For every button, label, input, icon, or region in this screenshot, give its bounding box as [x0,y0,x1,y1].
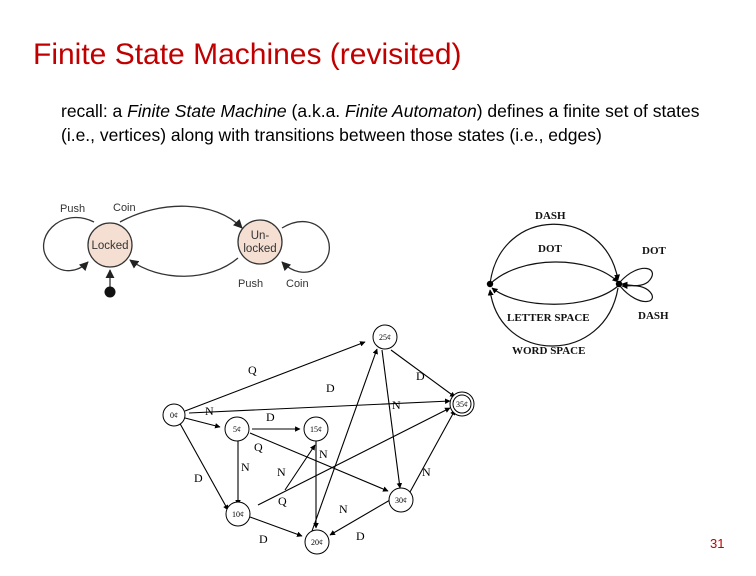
dot-right-label: DOT [642,245,667,257]
edge-label-n-0-5: N [205,404,214,418]
coin-bottom-label: Coin [286,278,309,290]
dot-mid-label: DOT [538,243,563,255]
edge-30-35 [409,409,456,493]
label-30c: 30¢ [395,496,407,505]
body-text-5: ) defines a finite set of states (i.e., … [61,101,700,145]
edge-label-n-20-35: N [392,398,401,412]
label-10c: 10¢ [232,510,244,519]
edge-30-20 [329,499,391,536]
body-text-2: Finite State Machine [127,101,287,121]
page-number: 31 [710,536,725,551]
dot-mid-arc [489,261,619,285]
edge-0-25 [184,341,366,412]
edge-label-d-0-10: D [194,471,203,485]
state-15c [303,416,329,442]
state-10c [225,501,251,527]
state-25c [372,324,398,350]
label-5c: 5¢ [233,425,241,434]
edge-label-n-25-30: N [422,465,431,479]
unlocked-label-2: locked [243,243,276,255]
edge-0-5 [184,417,221,429]
edge-20-35 [311,348,378,532]
body-text-4: Finite Automaton [345,101,477,121]
push-bottom-label: Push [238,278,263,290]
dash-top-label: DASH [535,210,566,222]
body-text-1: recall: a [61,101,128,121]
letter-space-arc [491,285,619,305]
edge-label-d-20-35: D [356,529,365,543]
edge-0-10 [177,419,229,511]
dash-right-label: DASH [638,310,669,322]
state-0c [162,403,186,427]
dash-self-loop [619,282,654,303]
edge-label-q-5-30: Q [254,440,263,454]
edge-10-15 [284,444,316,491]
coin-transition [119,205,243,229]
edge-label-d-25-35: D [416,369,425,383]
edge-label-q-10-35: Q [278,494,287,508]
label-35c: 35¢ [456,400,468,409]
edge-label-d-10-20: D [259,532,268,546]
edge-label-n-10-35: N [277,465,286,479]
morse-left-node [486,280,494,288]
initial-dot [104,286,116,298]
letter-space-label: LETTER SPACE [507,312,590,324]
edge-10-35 [257,407,451,506]
edge-label-n-5-10: N [241,460,250,474]
body-text-3: (a.k.a. [286,101,346,121]
morse-diagram [487,223,654,347]
push-transition [129,257,239,277]
edge-label-n-15-20: N [319,447,328,461]
turnstile-diagram [43,205,330,288]
edge-10-20 [249,516,303,537]
state-30c [388,487,414,513]
slide-title: Finite State Machines (revisited) [33,38,462,71]
state-5c [224,416,250,442]
morse-right-node [615,280,623,288]
state-35c-accept-ring [452,394,472,414]
edge-label-d-0-15: D [326,381,335,395]
push-self-loop [43,216,95,272]
edge-label-n-30-20: N [339,502,348,516]
push-left-label: Push [60,203,85,215]
label-25c: 25¢ [379,333,391,342]
coin-top-label: Coin [113,202,136,214]
label-20c: 20¢ [311,538,323,547]
state-unlocked [237,219,283,265]
state-locked [87,222,133,268]
edge-0-15 [188,398,451,414]
edge-25-35 [390,349,456,398]
label-0c: 0¢ [170,411,178,420]
label-15c: 15¢ [310,425,322,434]
coin-diagram [177,341,456,537]
word-space-label: WORD SPACE [512,345,585,357]
dot-self-loop [619,267,653,288]
edge-label-q-0-25: Q [248,363,257,377]
edge-label-d-5-15: D [266,410,275,424]
word-space-arc [487,287,619,347]
coin-self-loop [281,221,330,273]
edge-5-30 [249,432,389,492]
edge-25-30 [381,349,403,489]
unlocked-label-1: Un- [251,230,270,242]
dash-top-arc [489,223,621,285]
state-20c [304,529,330,555]
body-paragraph: recall: a Finite State Machine (a.k.a. F… [61,99,721,147]
locked-label: Locked [91,240,128,252]
